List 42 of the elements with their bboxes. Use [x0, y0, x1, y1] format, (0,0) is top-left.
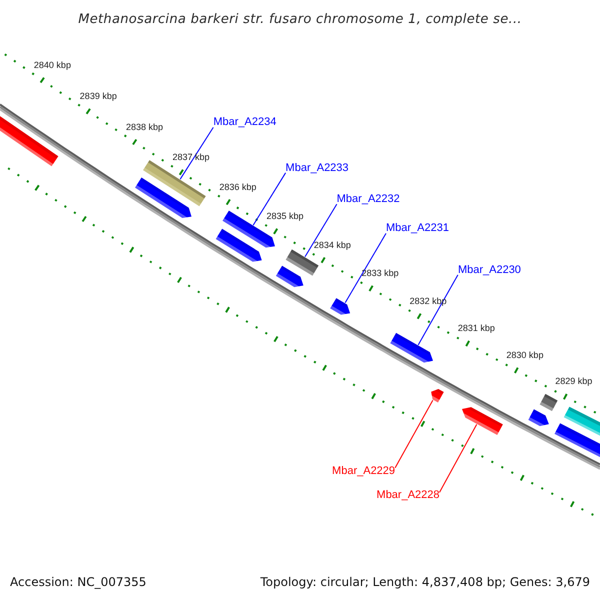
gene-pointed-block	[431, 389, 444, 402]
gene-pointed-block	[0, 116, 58, 166]
scale-label: 2838 kbp	[126, 122, 164, 132]
scale-label: 2837 kbp	[172, 152, 210, 162]
gene-pointed-block	[390, 332, 433, 363]
leader-line	[439, 424, 478, 493]
gene-label: Mbar_A2231	[386, 222, 449, 236]
gene-pointed-block	[330, 298, 350, 315]
gene-label: Mbar_A2232	[336, 193, 400, 206]
leader-line	[394, 400, 434, 468]
gene-pointed-block	[276, 266, 304, 288]
gene-label: Mbar_A2233	[286, 162, 349, 175]
genome-stats-text: Topology: circular; Length: 4,837,408 bp; Genes: 3,679	[260, 574, 590, 590]
leader-line	[252, 172, 286, 226]
gene-pointed-block	[554, 423, 600, 458]
scale-label: 2830 kbp	[506, 350, 544, 360]
gene-block	[143, 160, 206, 206]
leader-line	[304, 204, 338, 258]
gene-label: Mbar_A2230	[458, 264, 521, 277]
scale-label: 2834 kbp	[314, 240, 351, 250]
scale-label: 2829 kbp	[555, 376, 592, 386]
map-title: Methanosarcina barkeri str. fusaro chromosome 1, complete se...	[77, 12, 523, 28]
gene-label: Mbar_A2228	[376, 489, 440, 502]
scale-label: 2833 kbp	[362, 268, 399, 278]
gene-pointed-block	[216, 228, 262, 262]
gene-block	[564, 406, 600, 436]
leader-line	[180, 126, 214, 180]
scale-label: 2839 kbp	[80, 91, 117, 102]
scale-label: 2836 kbp	[219, 182, 256, 192]
gene-pointed-block	[528, 409, 549, 426]
gene-label: Mbar_A2234	[213, 116, 276, 130]
scale-label: 2831 kbp	[458, 322, 495, 333]
gene-pointed-block	[135, 178, 192, 218]
scale-label: 2840 kbp	[34, 60, 71, 70]
leader-line	[344, 232, 386, 304]
leader-line	[418, 274, 458, 346]
gene-label: Mbar_A2229	[332, 464, 396, 478]
scale-label: 2835 kbp	[266, 210, 304, 221]
gene-pointed-block	[462, 407, 503, 435]
gene-block	[286, 249, 319, 276]
accession-text: Accession: NC_007355	[10, 574, 146, 590]
gene-block	[540, 394, 558, 412]
